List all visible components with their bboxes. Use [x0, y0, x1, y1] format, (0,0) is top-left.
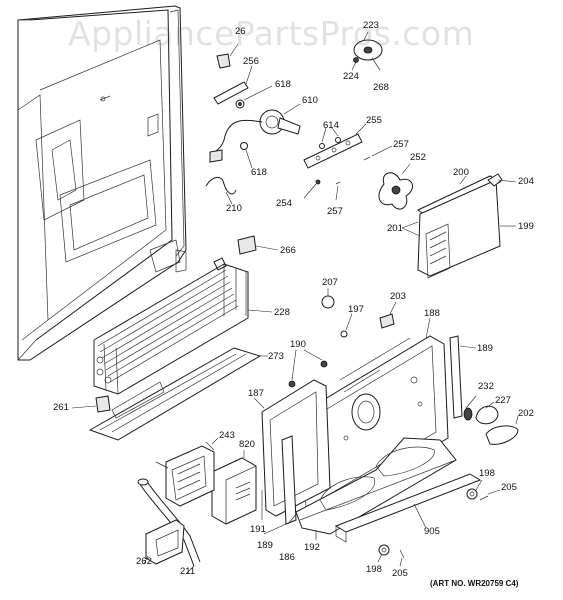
part-905-grille	[334, 473, 482, 543]
part-198-205-screws-right	[466, 479, 501, 501]
label-610: 610	[302, 95, 318, 106]
part-228-condenser	[93, 257, 273, 395]
part-614-screws	[319, 127, 341, 149]
part-relay-assembly	[155, 445, 215, 507]
label-224: 224	[343, 71, 359, 82]
label-202: 202	[518, 408, 534, 419]
freezer-liner	[17, 5, 187, 361]
label-257-a: 257	[393, 139, 409, 150]
label-198-b: 198	[366, 564, 382, 575]
part-262-bracket	[143, 519, 185, 565]
part-820-control-box	[211, 450, 257, 525]
label-266: 266	[280, 245, 296, 256]
part-203-clip	[379, 301, 397, 329]
label-618-a: 618	[275, 79, 291, 90]
part-618-screw-a	[235, 85, 273, 109]
label-257-b: 257	[327, 206, 343, 217]
label-199: 199	[518, 221, 534, 232]
part-254-screw	[303, 179, 321, 199]
label-198-a: 198	[479, 468, 495, 479]
label-190: 190	[290, 339, 306, 350]
label-186: 186	[279, 552, 295, 563]
part-189-gasket-left	[263, 435, 297, 535]
part-211-tube	[137, 478, 201, 575]
part-257-screws	[335, 145, 393, 201]
label-197: 197	[348, 304, 364, 315]
label-188: 188	[424, 308, 440, 319]
label-189-b: 189	[257, 540, 273, 551]
watermark: AppliancePartsPros.com	[68, 14, 475, 53]
part-243-screw	[205, 437, 219, 451]
label-618-b: 618	[251, 167, 267, 178]
part-232-227-202-knob	[463, 395, 519, 445]
part-256-bracket	[213, 65, 253, 105]
part-189-gasket-right	[449, 335, 477, 419]
part-266-clip	[237, 235, 279, 255]
label-189-a: 189	[477, 343, 493, 354]
label-905: 905	[424, 526, 440, 537]
part-252-fan-blade	[378, 163, 414, 210]
label-203: 203	[390, 291, 406, 302]
part-261-clip	[71, 395, 111, 413]
part-26-clip	[216, 43, 239, 69]
label-261: 261	[53, 402, 69, 413]
part-198-205-screws-bottom	[377, 544, 405, 567]
part-224-268-clips	[351, 57, 381, 71]
label-223: 223	[363, 20, 379, 31]
label-614: 614	[323, 120, 339, 131]
label-227: 227	[495, 395, 511, 406]
label-205-b: 205	[392, 568, 408, 579]
label-262: 262	[136, 556, 152, 567]
label-191: 191	[250, 524, 266, 535]
label-252: 252	[410, 152, 426, 163]
label-205-a: 205	[501, 482, 517, 493]
part-618-screw-b	[240, 142, 253, 169]
label-201: 201	[387, 223, 403, 234]
label-256: 256	[243, 56, 259, 67]
label-228: 228	[274, 307, 290, 318]
part-255-bracket	[303, 123, 367, 169]
part-210-harness	[205, 177, 237, 205]
part-273-drain-pan	[88, 347, 268, 441]
label-200: 200	[453, 167, 469, 178]
label-243: 243	[219, 430, 235, 441]
label-255: 255	[366, 115, 382, 126]
art-number: (ART NO. WR20759 C4)	[430, 579, 519, 588]
label-207: 207	[322, 277, 338, 288]
label-273: 273	[268, 351, 284, 362]
part-610-fan-motor	[209, 103, 301, 163]
part-200-201-evap-cover	[401, 173, 517, 279]
label-26: 26	[235, 26, 246, 37]
part-197-screw	[340, 313, 353, 338]
part-190-screws	[288, 349, 328, 388]
label-232: 232	[478, 381, 494, 392]
label-204: 204	[518, 176, 534, 187]
label-187: 187	[248, 388, 264, 399]
label-192: 192	[304, 542, 320, 553]
label-210: 210	[226, 203, 242, 214]
part-223-fan-blade	[353, 31, 383, 61]
label-254: 254	[276, 198, 292, 209]
label-211: 211	[180, 566, 196, 577]
part-207-grommet	[321, 288, 335, 309]
label-820: 820	[239, 439, 255, 450]
label-268: 268	[373, 82, 389, 93]
part-192-base-pan	[295, 437, 457, 540]
